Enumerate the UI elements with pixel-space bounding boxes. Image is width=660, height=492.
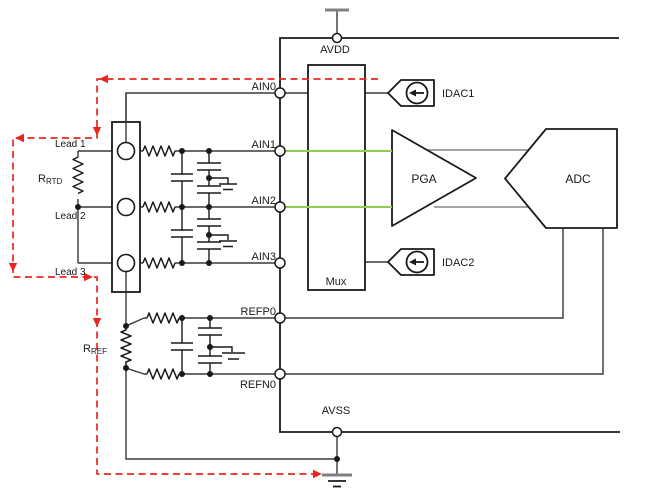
arrow-down-icon	[8, 263, 18, 272]
pga-adc-links	[420, 149, 535, 208]
mux-block	[307, 64, 366, 291]
ain12-common-mode-capacitors	[197, 151, 237, 207]
adc-block	[504, 128, 618, 229]
connector-terminal-1	[116, 141, 136, 161]
refp0-series-resistor	[146, 312, 180, 324]
refp0-label: REFP0	[241, 306, 276, 318]
ain2-label: AIN2	[252, 195, 276, 207]
chip-pin-terminals	[274, 32, 343, 438]
ain23-differential-capacitor	[171, 207, 193, 263]
refn0-series-resistor	[146, 368, 180, 380]
pga-label: PGA	[411, 172, 436, 186]
ain1-label: AIN1	[252, 139, 276, 151]
rtd-resistor-label: RRTD	[38, 173, 62, 186]
idac1-source	[387, 79, 435, 107]
ain12-ground-icon	[219, 183, 237, 191]
arrow-left-icon	[99, 74, 108, 84]
idac2-label: IDAC2	[442, 257, 474, 269]
signal-path-highlight	[285, 150, 392, 208]
rref-kelvin-taps	[125, 317, 145, 375]
terminal-ain2	[274, 201, 286, 213]
refp0-to-adc-wire	[280, 228, 564, 319]
arrow-left-icon	[15, 133, 24, 143]
current-path-arrows	[8, 74, 322, 479]
ref-resistor	[120, 326, 132, 368]
lead2-label: Lead 2	[55, 211, 86, 222]
terminal-avdd	[331, 32, 343, 44]
idac2-arrow-icon	[409, 258, 416, 266]
junction-dots	[75, 148, 340, 462]
avdd-label: AVDD	[320, 44, 350, 56]
idac2-source	[387, 248, 435, 276]
idac1-label: IDAC1	[442, 88, 474, 100]
terminal-refn0	[274, 368, 286, 380]
terminal-refp0	[274, 312, 286, 324]
ain3-series-resistor	[142, 257, 176, 269]
ain2-series-resistor	[142, 201, 176, 213]
terminal-ain1	[274, 145, 286, 157]
ain12-differential-capacitor	[171, 151, 193, 207]
avss-earth-ground-icon	[322, 473, 352, 488]
mux-label: Mux	[326, 276, 347, 288]
terminal-avss	[331, 426, 343, 438]
refn0-label: REFN0	[240, 379, 276, 391]
arrow-down-icon	[92, 127, 102, 136]
avss-label: AVSS	[322, 405, 351, 417]
ain1-series-resistor	[142, 145, 176, 157]
ref-common-mode-capacitors	[198, 318, 245, 374]
arrow-right-icon	[313, 469, 322, 479]
terminal-ain3	[274, 257, 286, 269]
ain23-ground-icon	[219, 240, 237, 248]
refn0-to-adc-wire	[280, 228, 604, 375]
ref-differential-capacitor	[171, 318, 193, 374]
adc-chip-outline	[279, 37, 620, 433]
terminal-ain0	[274, 87, 286, 99]
ain3-label: AIN3	[252, 251, 276, 263]
idac1-arrow-icon	[409, 89, 416, 97]
lead3-label: Lead 3	[55, 267, 86, 278]
idac-current-path-overlay	[12, 78, 378, 475]
ref-resistor-label: RREF	[83, 343, 107, 356]
lead1-label: Lead 1	[55, 139, 86, 150]
pga-amplifier	[391, 129, 477, 227]
rref-ground-wire	[125, 368, 337, 460]
connector-terminal-3	[116, 253, 136, 273]
rtd-resistor	[72, 156, 84, 195]
connector-terminal-2	[116, 197, 136, 217]
adc-label: ADC	[565, 172, 591, 186]
arrow-right-icon	[84, 272, 93, 282]
ain23-common-mode-capacitors	[197, 207, 237, 263]
ain0-wire	[125, 92, 280, 143]
ref-ground-icon	[222, 352, 245, 360]
arrow-down-icon	[92, 318, 102, 327]
ain0-label: AIN0	[252, 81, 276, 93]
